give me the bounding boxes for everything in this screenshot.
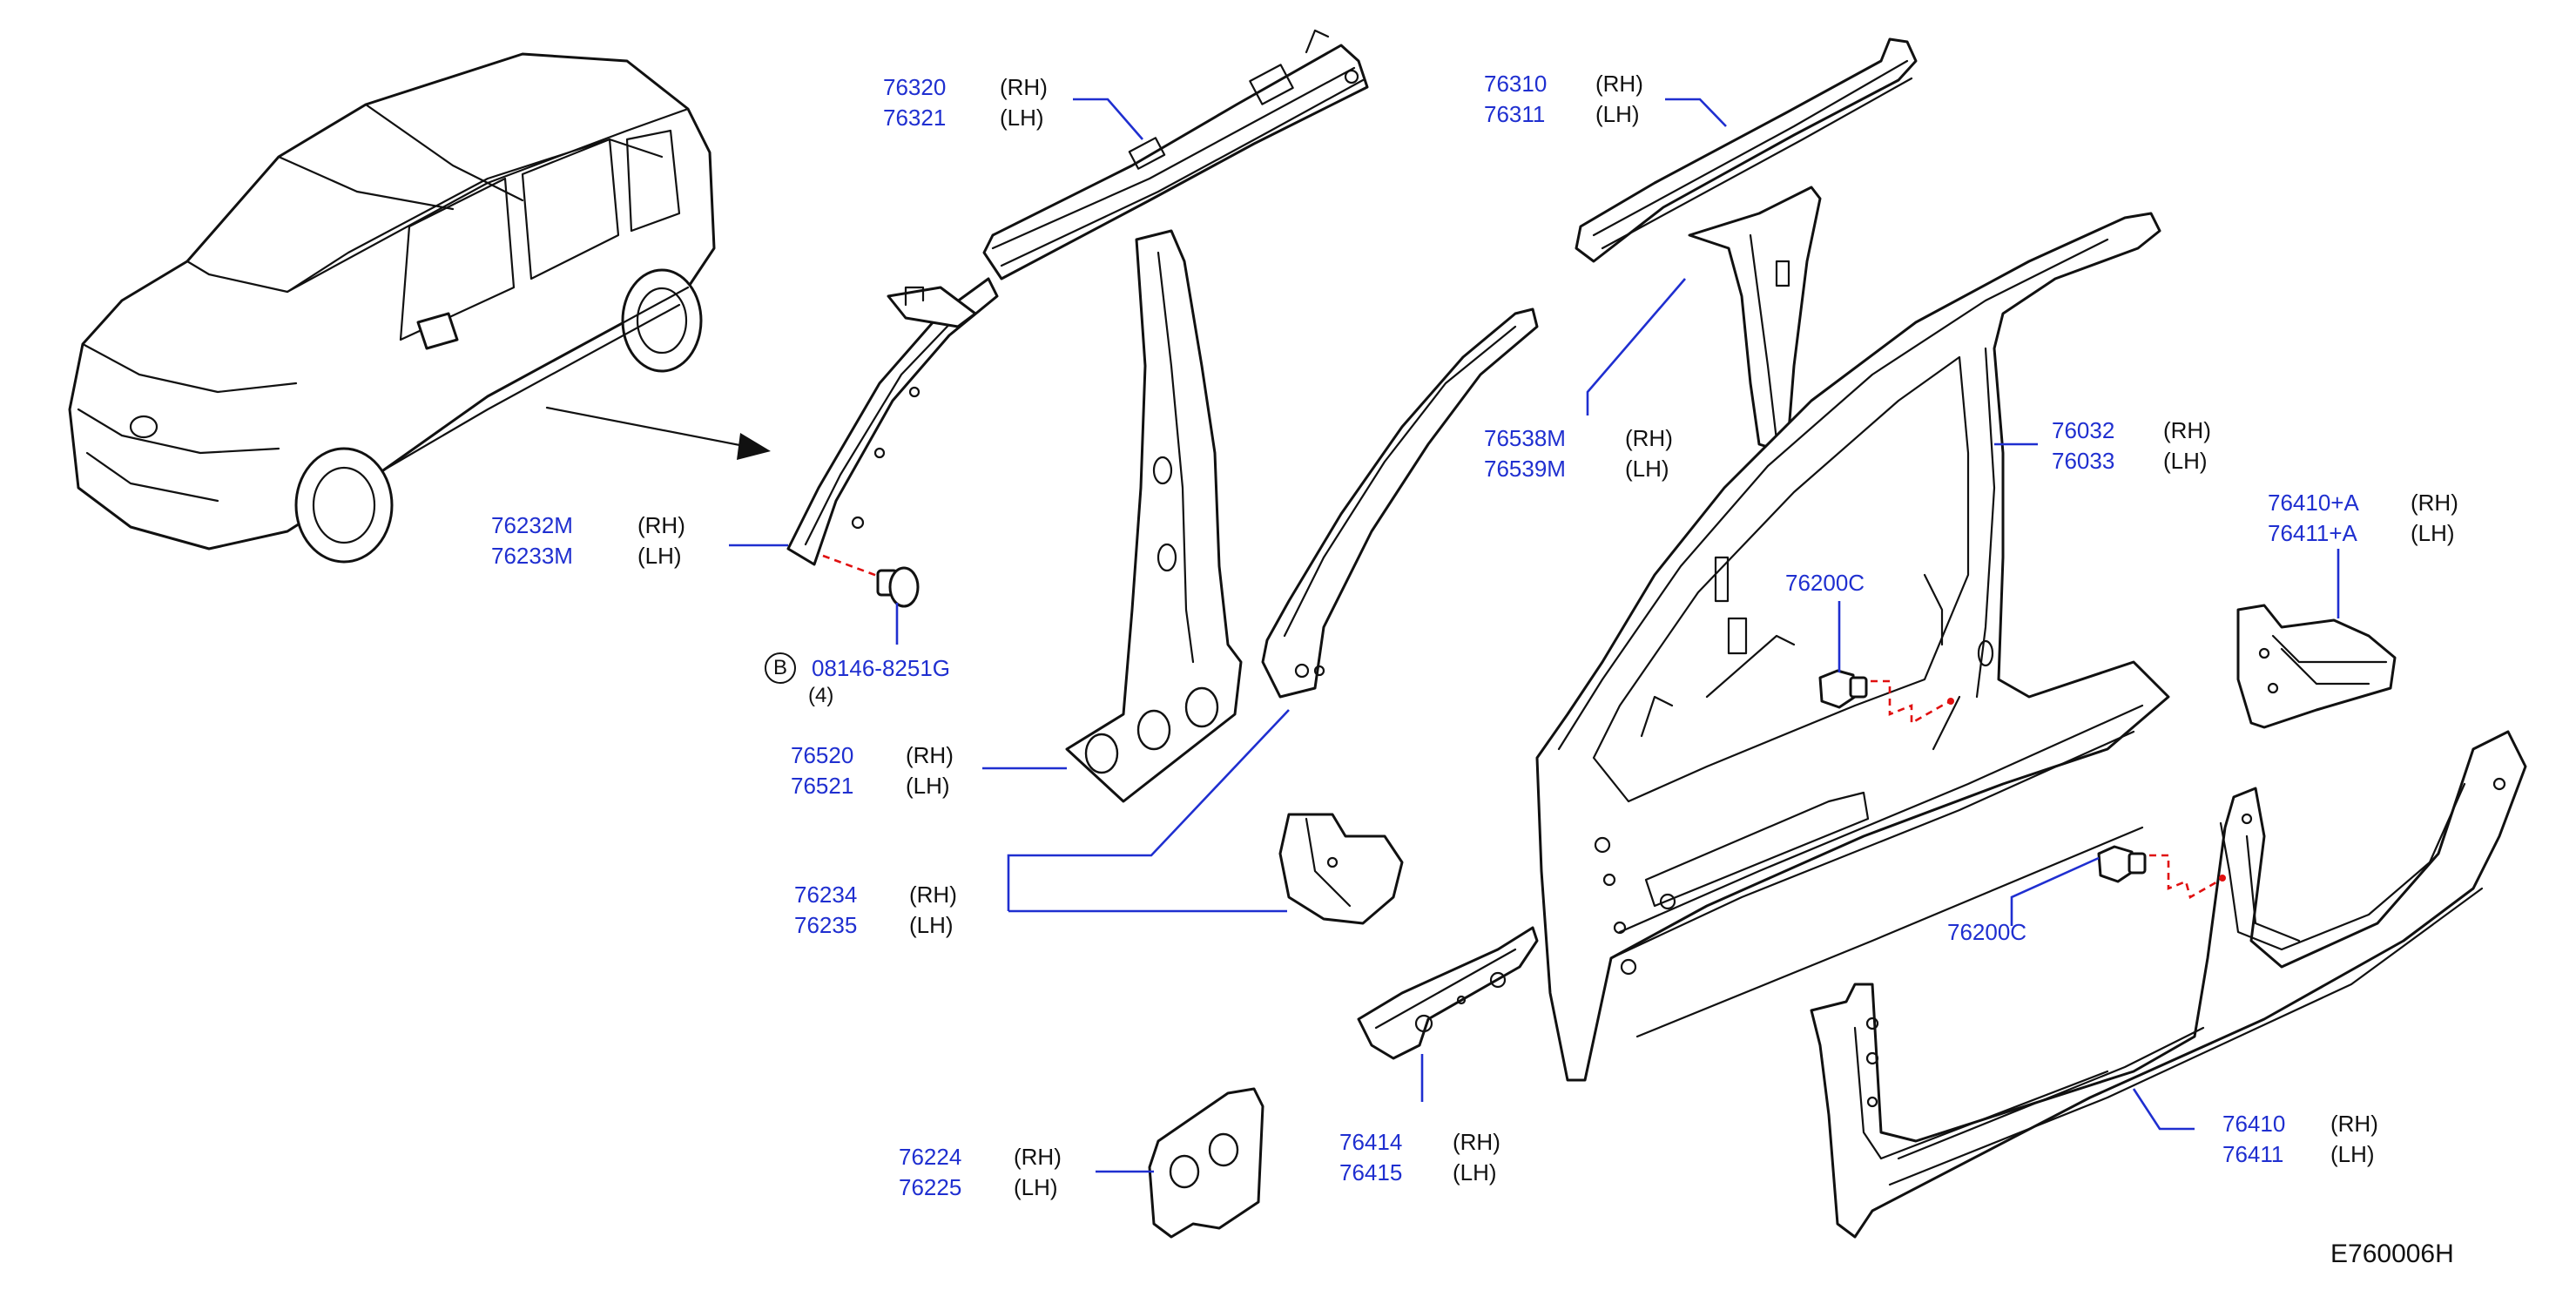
part-number-08146-8251G[interactable]: 08146-8251G xyxy=(812,655,951,681)
lh-label: (LH) xyxy=(637,543,682,569)
bolt-08146-drawing xyxy=(822,554,920,645)
rh-label: (RH) xyxy=(909,882,957,908)
part-number-76539M[interactable]: 76539M xyxy=(1484,456,1566,482)
part-number-76032[interactable]: 76032 xyxy=(2052,417,2115,443)
rh-label: (RH) xyxy=(637,512,685,538)
diagram-code: E760006H xyxy=(2330,1240,2454,1268)
part-76410A-drawing xyxy=(2236,604,2397,729)
part-number-76410[interactable]: 76410 xyxy=(2222,1111,2286,1137)
part-76320-drawing xyxy=(982,29,1369,280)
part-76234-lower-drawing xyxy=(1278,813,1404,925)
part-number-76232M[interactable]: 76232M xyxy=(491,512,573,538)
lh-label: (LH) xyxy=(1014,1174,1058,1200)
part-76232M-drawing xyxy=(786,277,999,566)
part-number-76234[interactable]: 76234 xyxy=(794,882,858,908)
part-76538M-drawing xyxy=(1688,186,1822,455)
rh-label: (RH) xyxy=(1000,74,1048,100)
rh-label: (RH) xyxy=(1625,425,1673,451)
rh-label: (RH) xyxy=(2330,1111,2378,1137)
part-number-76033[interactable]: 76033 xyxy=(2052,448,2115,474)
bolt-quantity: (4) xyxy=(808,684,834,707)
part-number-76410A[interactable]: 76410+A xyxy=(2268,490,2359,516)
lh-label: (LH) xyxy=(1000,105,1044,131)
bolt-circle-b: B xyxy=(765,652,796,684)
part-number-76311[interactable]: 76311 xyxy=(1484,101,1546,127)
part-number-76415[interactable]: 76415 xyxy=(1339,1159,1403,1186)
part-number-76320[interactable]: 76320 xyxy=(883,74,947,100)
part-number-76414[interactable]: 76414 xyxy=(1339,1129,1403,1155)
rh-label: (RH) xyxy=(906,742,954,768)
part-76234-upper-drawing xyxy=(1261,307,1539,699)
clip-76200C-lower-drawing xyxy=(2097,845,2226,899)
part-number-76233M[interactable]: 76233M xyxy=(491,543,573,569)
part-number-76310[interactable]: 76310 xyxy=(1484,71,1548,97)
arrow-head-icon xyxy=(737,433,771,460)
lh-label: (LH) xyxy=(909,912,954,938)
part-number-76224[interactable]: 76224 xyxy=(899,1144,962,1170)
part-76520-drawing xyxy=(1065,229,1243,803)
part-number-76411A[interactable]: 76411+A xyxy=(2268,520,2357,546)
lh-label: (LH) xyxy=(2411,520,2455,546)
part-number-76538M[interactable]: 76538M xyxy=(1484,425,1566,451)
clip-76200C-upper-drawing xyxy=(1818,669,1954,726)
part-76032-drawing xyxy=(1535,212,2170,1082)
rh-label: (RH) xyxy=(1014,1144,1062,1170)
part-76224-drawing xyxy=(1148,1087,1264,1239)
part-76410-drawing xyxy=(1810,730,2527,1239)
part-76310-drawing xyxy=(1575,37,1918,263)
rh-label: (RH) xyxy=(1453,1129,1500,1155)
part-number-76321[interactable]: 76321 xyxy=(883,105,947,131)
part-number-76200C-upper[interactable]: 76200C xyxy=(1785,570,1865,596)
lh-label: (LH) xyxy=(1595,101,1640,127)
direction-arrow xyxy=(545,406,759,450)
part-number-76225[interactable]: 76225 xyxy=(899,1174,962,1200)
lh-label: (LH) xyxy=(1453,1159,1497,1186)
vehicle-illustration xyxy=(68,52,716,564)
rh-label: (RH) xyxy=(1595,71,1643,97)
part-number-76235[interactable]: 76235 xyxy=(794,912,858,938)
rh-label: (RH) xyxy=(2163,417,2211,443)
part-number-76521[interactable]: 76521 xyxy=(791,773,854,799)
lh-label: (LH) xyxy=(906,773,950,799)
part-76414-drawing xyxy=(1357,926,1539,1060)
leader-lines xyxy=(729,98,2340,1173)
part-number-76520[interactable]: 76520 xyxy=(791,742,854,768)
part-number-76411[interactable]: 76411 xyxy=(2222,1141,2284,1167)
lh-label: (LH) xyxy=(2330,1141,2375,1167)
lh-label: (LH) xyxy=(1625,456,1669,482)
rh-label: (RH) xyxy=(2411,490,2458,516)
part-number-76200C-lower[interactable]: 76200C xyxy=(1947,919,2027,945)
lh-label: (LH) xyxy=(2163,448,2208,474)
